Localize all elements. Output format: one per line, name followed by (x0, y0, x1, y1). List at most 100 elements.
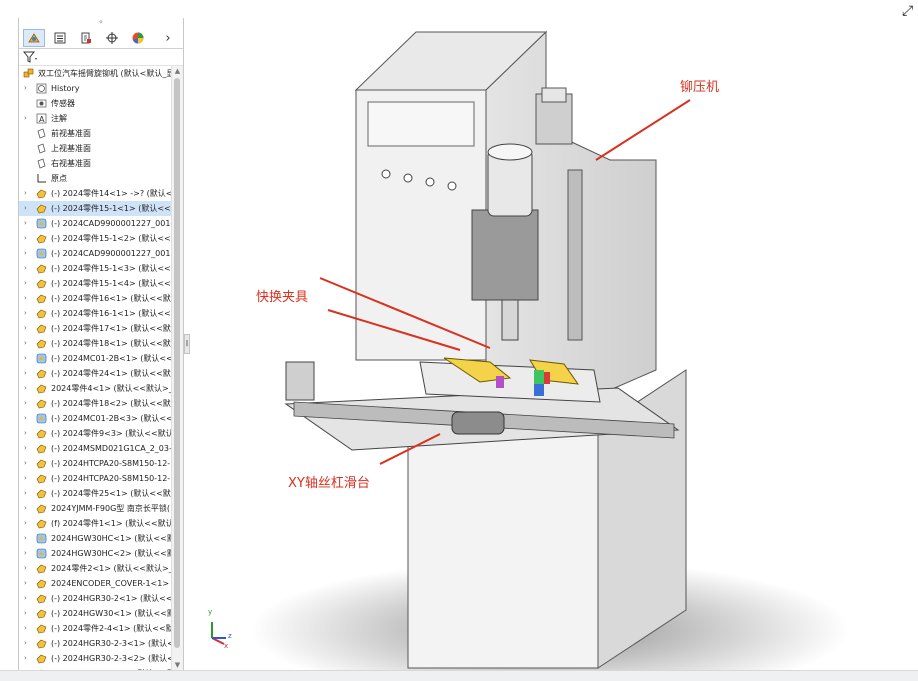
tree-item[interactable]: ›(-) 2024零件18<1> (默认<<默认>_显示状态 1>) (19, 336, 171, 351)
expand-arrow-icon[interactable]: › (24, 369, 27, 377)
tree-item[interactable]: ›(-) 2024HGR30-2-3<1> (默认<<默认>_显示状态 1>) (19, 636, 171, 651)
tree-item[interactable]: ›(-) 2024零件15-1<4> (默认<<默认>_显示状态 1>) (19, 276, 171, 291)
tree-item[interactable]: ›2024ENCODER_COVER-1<1> (19, 576, 171, 591)
tree-item-label: (-) 2024MSMD021G1CA_2_03-1<1> (51, 444, 171, 453)
expand-arrow-icon[interactable]: › (24, 504, 27, 512)
expand-arrow-icon[interactable]: › (24, 234, 27, 242)
tree-item[interactable]: ›(-) 2024零件25<1> (默认<<默认>_显示状态 1>) (19, 486, 171, 501)
expand-arrow-icon[interactable]: › (24, 414, 27, 422)
tree-item-label: (-) 2024HTCPA20-S8M150-12-1<2> (51, 474, 171, 483)
part-icon (36, 323, 47, 334)
tree-item[interactable]: ›(-) 2024HTCPA20-S8M150-12-1<1> (19, 456, 171, 471)
configuration-manager-tab[interactable] (75, 29, 97, 47)
expand-arrow-icon[interactable]: › (24, 474, 27, 482)
part-icon (36, 503, 47, 514)
filter-icon[interactable] (23, 51, 39, 63)
expand-view-icon[interactable]: ⤢ (902, 3, 914, 19)
tree-item[interactable]: ›History (19, 81, 171, 96)
expand-arrow-icon[interactable]: › (24, 429, 27, 437)
tree-item[interactable]: ›(-) 2024HGR30-2-3<2> (默认<<默认>_显示状态 1>) (19, 651, 171, 666)
scroll-down-icon[interactable]: ▼ (174, 661, 181, 669)
expand-arrow-icon[interactable]: › (24, 579, 27, 587)
triad-label-y: y (208, 608, 213, 616)
tree-item[interactable]: ›(-) 2024零件18<2> (默认<<默认>_显示状态 1>) (19, 396, 171, 411)
expand-arrow-icon[interactable]: › (24, 219, 27, 227)
expand-arrow-icon[interactable]: › (24, 609, 27, 617)
tree-item[interactable]: 传感器 (19, 96, 171, 111)
tree-item[interactable]: 上视基准面 (19, 141, 171, 156)
tree-item[interactable]: ›(-) 2024零件14<1> ->? (默认<<默认>_显示状态 1>) (19, 186, 171, 201)
tree-item[interactable]: ›2024零件2<1> (默认<<默认>_显示状态 1>) (19, 561, 171, 576)
expand-arrow-icon[interactable]: › (24, 459, 27, 467)
expand-arrow-icon[interactable]: › (24, 339, 27, 347)
tree-item-label: (-) 2024MC01-2B<3> (默认<<默认>_显示状态 1>) (51, 414, 171, 423)
tree-item[interactable]: ›(-) 2024零件17<1> (默认<<默认>_显示状态 1>) (19, 321, 171, 336)
expand-arrow-icon[interactable]: › (24, 294, 27, 302)
expand-arrow-icon[interactable]: › (24, 189, 27, 197)
expand-arrow-icon[interactable]: › (24, 549, 27, 557)
tree-item[interactable]: ›(-) 2024HGW30<2> (默认<<默认>_显示状态 1>) (19, 666, 171, 670)
tree-item[interactable]: ›(-) 2024CAD9900001227_001<1> (默认) (19, 246, 171, 261)
tree-item[interactable]: ›(-) 2024HGW30<1> (默认<<默认>_显示状态 1>) (19, 606, 171, 621)
tree-item[interactable]: ›2024HGW30HC<1> (默认<<默认>_显示状态 1>) (19, 531, 171, 546)
property-manager-tab[interactable] (49, 29, 71, 47)
tree-item-label: 2024YJMM-F90G型 南京长平锁(1) (51, 504, 171, 513)
expand-arrow-icon[interactable]: › (24, 594, 27, 602)
graphics-viewport[interactable]: 铆压机 快换夹具 XY轴丝杠滑台 y x z (190, 10, 906, 670)
tree-root-assembly[interactable]: 双工位汽车摇臂旋铆机 (默认<默认_显示状态-1>) (19, 66, 171, 81)
panel-collapse-handle[interactable]: ‖ (184, 334, 190, 354)
expand-arrow-icon[interactable]: › (24, 489, 27, 497)
tree-item[interactable]: ›(-) 2024CAD9900001227_001-1<1> (默认) (19, 216, 171, 231)
expand-arrow-icon[interactable]: › (24, 249, 27, 257)
tree-item[interactable]: › (-) 2024MC01-2B<3> (默认<<默认>_显示状态 1>) (19, 411, 171, 426)
expand-arrow-icon[interactable]: › (24, 624, 27, 632)
tree-scrollbar[interactable]: ▲ ▼ (171, 66, 183, 670)
tree-item[interactable]: ›(-) 2024零件15-1<3> (默认<<默认>_显示状态 1>) (19, 261, 171, 276)
lower-cabinet-front (407, 427, 599, 669)
part-icon (36, 578, 47, 589)
tree-item[interactable]: 右视基准面 (19, 156, 171, 171)
expand-arrow-icon[interactable]: › (24, 399, 27, 407)
scrollbar-thumb[interactable] (174, 78, 180, 648)
panel-grip-icon[interactable]: ⋄ (98, 18, 104, 26)
expand-arrow-icon[interactable]: › (24, 534, 27, 542)
expand-arrow-icon[interactable]: › (24, 564, 27, 572)
expand-arrow-icon[interactable]: › (24, 639, 27, 647)
tree-item[interactable]: ›(-) 2024零件2-4<1> (默认<<默认>_显示状态 1>) (19, 621, 171, 636)
dimxpert-tab[interactable] (101, 29, 123, 47)
tree-item[interactable]: ›2024HGW30HC<2> (默认<<默认>_显示状态 1>) (19, 546, 171, 561)
feature-manager-tab[interactable] (23, 29, 45, 47)
tree-item[interactable]: ›(f) 2024零件1<1> (默认<<默认>_显示状态 1>) (19, 516, 171, 531)
tree-item[interactable]: ›(-) 2024零件9<3> (默认<<默认>_显示状态 1>) (19, 426, 171, 441)
expand-arrow-icon[interactable]: › (24, 114, 27, 122)
expand-arrow-icon[interactable]: › (24, 666, 32, 670)
expand-arrow-icon[interactable]: › (24, 654, 27, 662)
expand-arrow-icon[interactable]: › (24, 384, 27, 392)
tree-item[interactable]: ›(-) 2024零件24<1> (默认<<默认>_显示状态 1>) (19, 366, 171, 381)
expand-arrow-icon[interactable]: › (24, 324, 27, 332)
expand-arrow-icon[interactable]: › (24, 309, 27, 317)
tree-item[interactable]: ›(-) 2024零件15-1<2> (默认<<默认>_显示状态 1>) (19, 231, 171, 246)
tree-item[interactable]: 前视基准面 (19, 126, 171, 141)
tree-item[interactable]: ›2024零件4<1> (默认<<默认>_显示状态 1>) (19, 381, 171, 396)
tree-item[interactable]: 原点 (19, 171, 171, 186)
tree-item[interactable]: ›(-) 2024HGR30-2<1> (默认<<默认>_显示状态 1>) (19, 591, 171, 606)
expand-arrow-icon[interactable]: › (24, 519, 27, 527)
expand-arrow-icon[interactable]: › (24, 264, 27, 272)
tree-item[interactable]: ›(-) 2024零件15-1<1> (默认<<默认>_显示状态 1>) (19, 201, 171, 216)
scroll-up-icon[interactable]: ▲ (174, 67, 181, 75)
expand-arrow-icon[interactable]: › (24, 84, 27, 92)
expand-arrow-icon[interactable]: › (24, 279, 27, 287)
tree-item[interactable]: ›(-) 2024零件16-1<1> (默认<<默认>_显示状态 1>) (19, 306, 171, 321)
more-tabs-button[interactable]: › (159, 29, 177, 47)
tree-item[interactable]: › (-) 2024MSMD021G1CA_2_03-1<1> (19, 441, 171, 456)
expand-arrow-icon[interactable]: › (24, 204, 27, 212)
display-manager-tab[interactable] (127, 29, 149, 47)
tree-item[interactable]: ›(-) 2024MC01-2B<1> (默认<<默认>_显示状态 1>) (19, 351, 171, 366)
expand-arrow-icon[interactable]: › (24, 444, 27, 452)
tree-item[interactable]: › 2024YJMM-F90G型 南京长平锁(1) (19, 501, 171, 516)
tree-item[interactable]: › (-) 2024HTCPA20-S8M150-12-1<2> (19, 471, 171, 486)
expand-arrow-icon[interactable]: › (24, 354, 27, 362)
tree-item[interactable]: ›(-) 2024零件16<1> (默认<<默认>_显示状态 1>) (19, 291, 171, 306)
